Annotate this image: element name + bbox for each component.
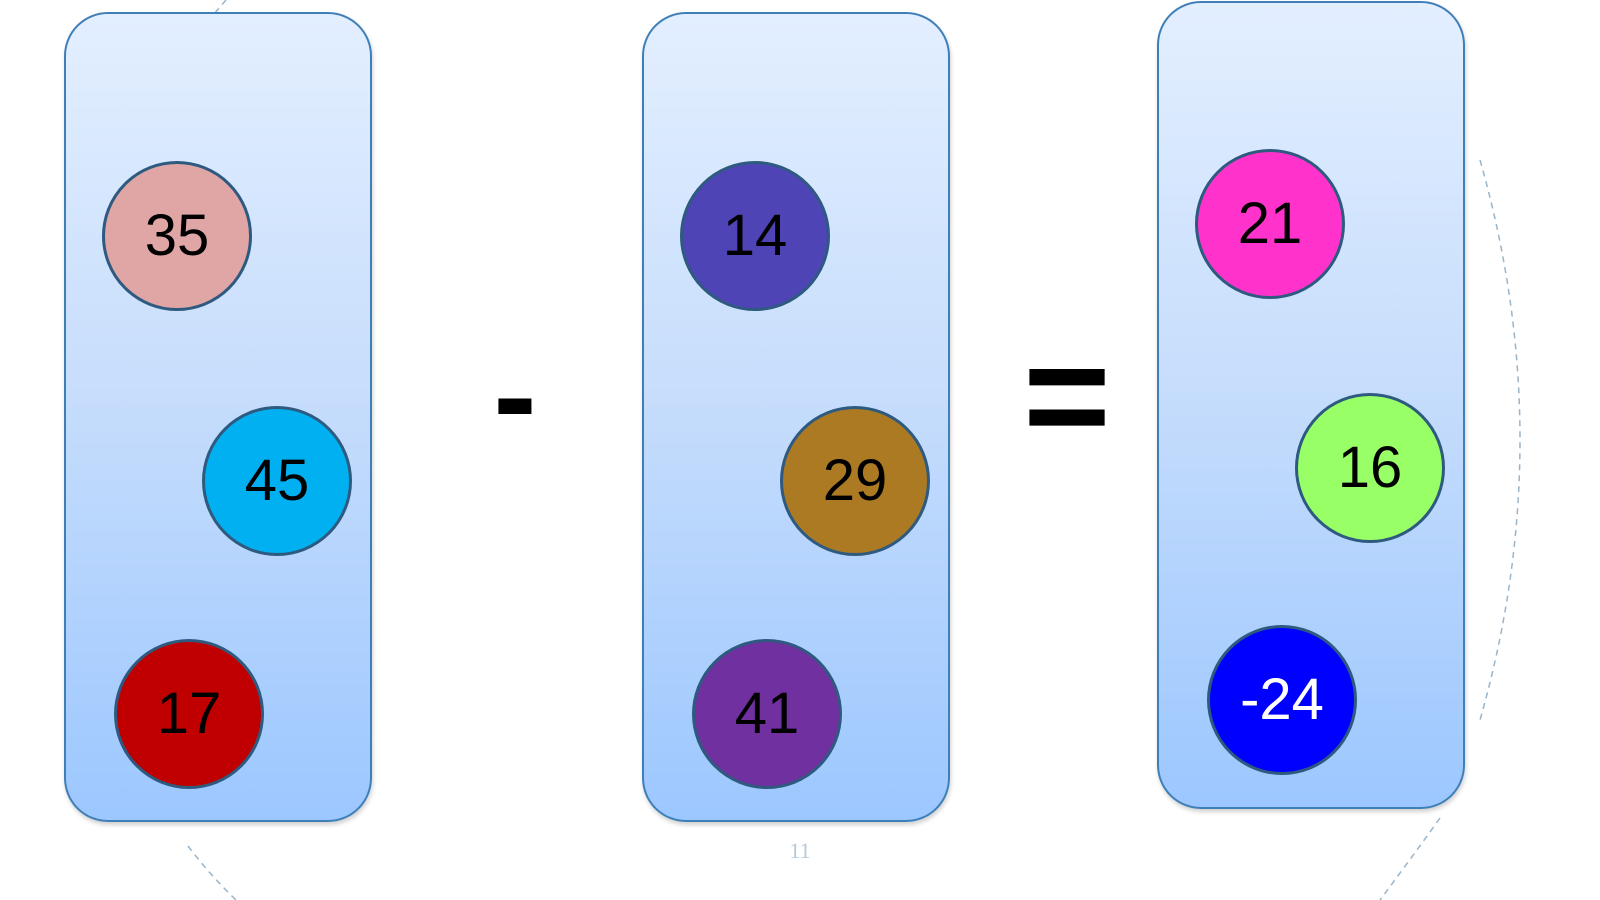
page-number: 11 (789, 838, 811, 863)
set-panel-left: 35 45 17 (64, 12, 372, 822)
number-ball: 17 (114, 639, 264, 789)
number-ball: 45 (202, 406, 352, 556)
set-panel-middle: 14 29 41 (642, 12, 950, 822)
arc-bottom-right (1379, 817, 1441, 900)
number-ball: 16 (1295, 393, 1445, 543)
number-ball: 29 (780, 406, 930, 556)
number-ball: -24 (1207, 625, 1357, 775)
number-ball: 35 (102, 161, 252, 311)
number-ball: 21 (1195, 149, 1345, 299)
arc-top-left (213, 0, 227, 15)
number-ball: 14 (680, 161, 830, 311)
arc-bottom-left (187, 845, 237, 900)
equals-sign: = (1023, 311, 1111, 479)
number-ball: 41 (692, 639, 842, 789)
minus-sign: - (493, 322, 537, 468)
set-panel-right: 21 16 -24 (1157, 1, 1465, 809)
arc-right (1479, 159, 1521, 721)
